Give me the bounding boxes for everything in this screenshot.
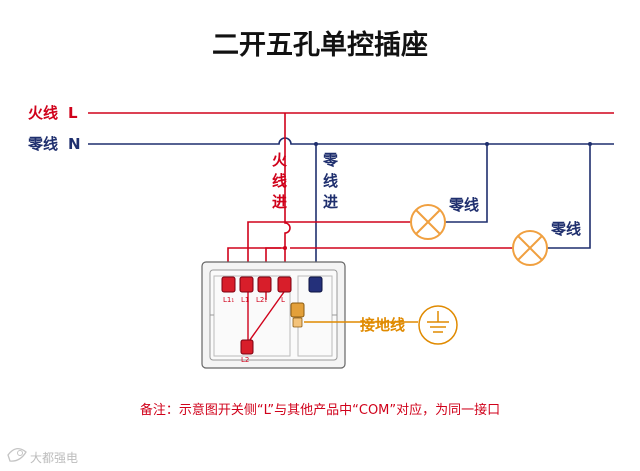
socket-body	[201, 261, 346, 369]
live-in-char-3: 进	[272, 193, 287, 211]
terminal-l1: L1	[239, 276, 254, 304]
live-line-label: 火线	[28, 104, 58, 122]
lamp-2-icon	[512, 230, 548, 266]
neutral-bus: 零线 N	[27, 135, 614, 153]
neutral-line-label: 零线	[27, 135, 58, 153]
terminal-l21-label: L2₁	[256, 296, 267, 304]
diagram-title: 二开五孔单控插座	[212, 29, 428, 61]
ground-wire: 接地线	[304, 305, 458, 345]
neutral-drop-wire	[314, 142, 318, 262]
ground-label: 接地线	[360, 316, 405, 334]
neutral-in-char-1: 零	[322, 151, 339, 169]
terminal-ground	[290, 302, 305, 328]
ground-icon	[418, 305, 458, 345]
live-line-letter: L	[68, 104, 78, 122]
terminal-l11: L1₁	[221, 276, 236, 304]
watermark: 大都强电	[7, 448, 78, 465]
terminal-n	[308, 276, 323, 293]
neutral-line-letter: N	[68, 135, 81, 153]
live-in-char-2: 线	[272, 172, 287, 190]
lamp-1-circuit: 零线	[247, 142, 489, 262]
terminal-l1-label: L1	[241, 296, 249, 304]
lamp-2-circuit: 零线	[265, 142, 592, 266]
terminal-l2-label: L2	[241, 356, 249, 364]
lamp-1-neutral-label: 零线	[448, 196, 479, 214]
lamp-2-neutral-label: 零线	[550, 220, 581, 238]
terminal-l: L	[277, 276, 292, 304]
terminal-l-label: L	[281, 296, 285, 304]
terminal-l21: L2₁	[256, 276, 272, 304]
terminal-l2: L2	[240, 339, 254, 364]
live-bus: 火线 L	[28, 104, 614, 122]
lamp-1-icon	[410, 204, 446, 240]
terminal-l11-label: L1₁	[223, 296, 234, 304]
neutral-in-char-2: 线	[323, 172, 338, 190]
switch-internal-wiring	[246, 291, 285, 345]
note-text: 备注：示意图开关侧“L”与其他产品中“COM”对应，为同一接口	[140, 402, 500, 418]
live-in-char-1: 火	[272, 151, 288, 169]
neutral-in-char-3: 进	[323, 193, 338, 211]
watermark-text: 大都强电	[30, 451, 78, 465]
